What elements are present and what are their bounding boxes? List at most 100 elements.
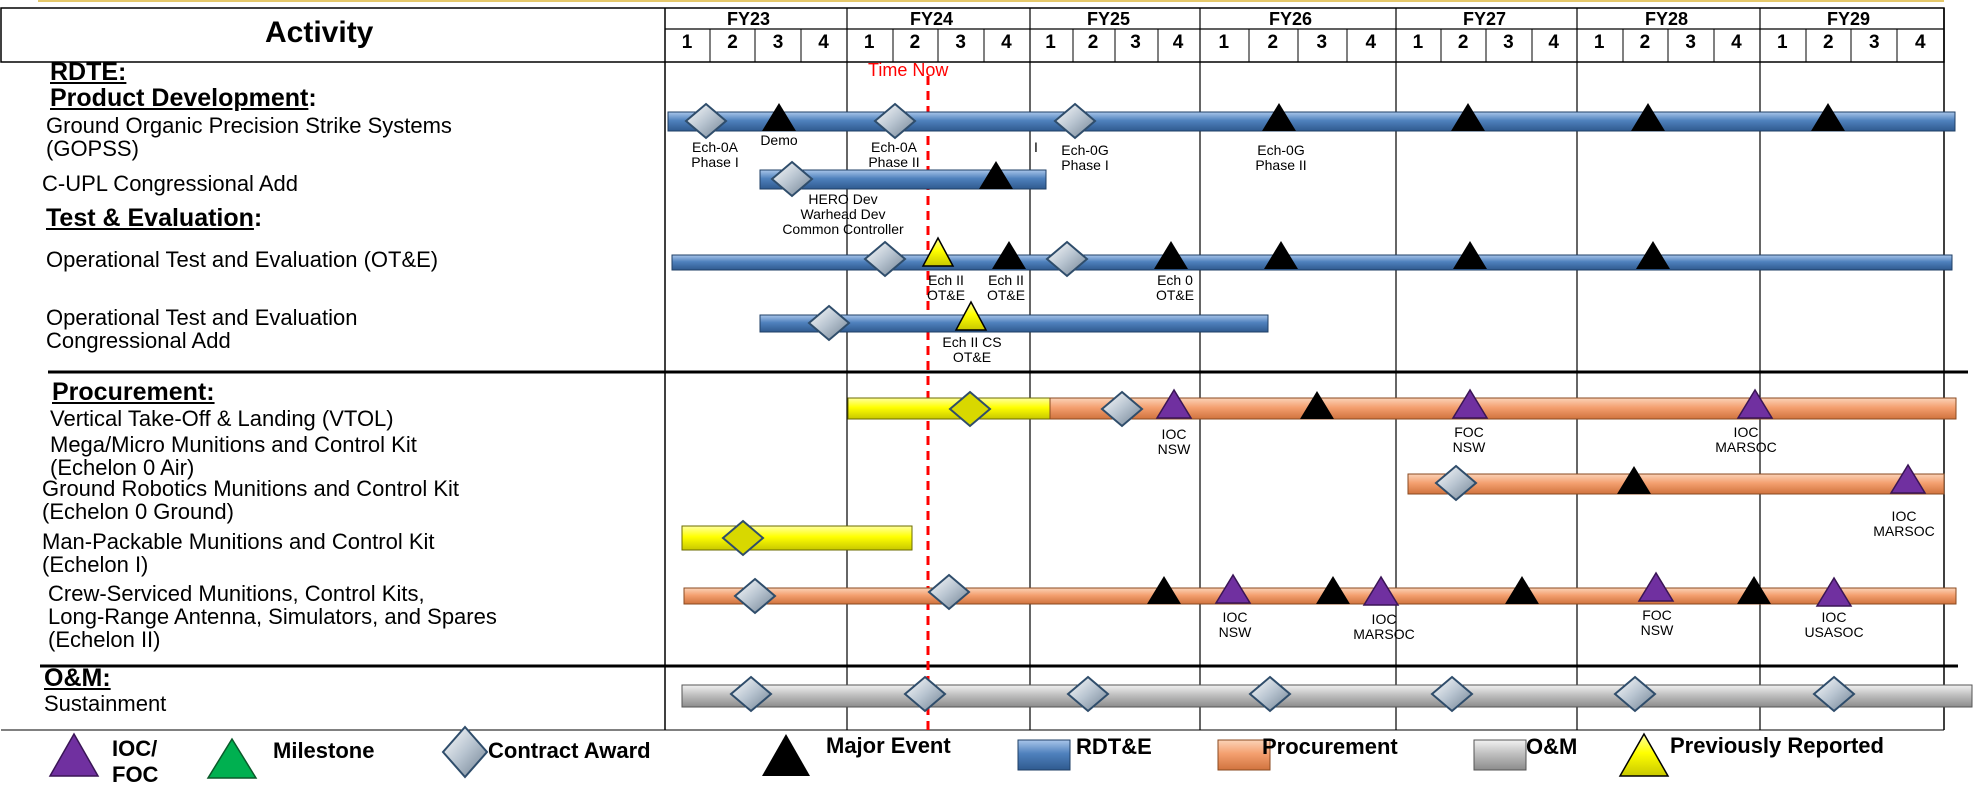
contract-award-diamond xyxy=(1066,675,1110,713)
contract-award-diamond xyxy=(1430,675,1474,713)
activity-vtol: Vertical Take-Off & Landing (VTOL) xyxy=(50,406,394,431)
contract-award-diamond xyxy=(873,102,917,140)
bar-vtol-previously-reported xyxy=(847,397,1051,420)
quarter-label: 3 xyxy=(955,32,966,53)
contract-award-diamond xyxy=(1053,102,1097,140)
legend-rdte-label: RDT&E xyxy=(1076,734,1152,759)
activity-header: Activity xyxy=(265,16,374,49)
major-event-triangle xyxy=(1154,241,1188,269)
quarter-label: 4 xyxy=(1001,32,1012,53)
activity-line: Man-Packable Munitions and Control Kit xyxy=(42,529,435,554)
contract-award-diamond xyxy=(948,390,992,428)
event-annotation: IOC MARSOC xyxy=(1873,508,1935,539)
ioc-foc-triangle xyxy=(1214,573,1252,604)
fy-label: FY29 xyxy=(1827,9,1871,29)
event-annotation: Ech-0A Phase I xyxy=(691,139,739,170)
major-event-triangle xyxy=(1811,103,1845,131)
activity-man-packable: Man-Packable Munitions and Control Kit(E… xyxy=(42,530,435,576)
fy-label: FY27 xyxy=(1463,9,1507,29)
legend-rdte-icon xyxy=(1017,739,1071,771)
quarter-label: 1 xyxy=(1777,32,1788,53)
quarter-label: 3 xyxy=(1130,32,1141,53)
quarter-label: 1 xyxy=(1412,32,1424,53)
contract-award-diamond xyxy=(733,577,777,615)
quarter-label: 3 xyxy=(1685,32,1696,53)
legend-previously-reported-icon xyxy=(1618,732,1670,777)
legend-major-event-icon xyxy=(762,734,810,776)
activity-cupl: C-UPL Congressional Add xyxy=(42,171,298,196)
contract-award-diamond xyxy=(903,675,947,713)
activity-line: Congressional Add xyxy=(46,328,231,353)
ioc-foc-triangle xyxy=(1637,571,1675,602)
activity-mega-micro: Mega/Micro Munitions and Control Kit(Ech… xyxy=(50,433,417,479)
section-test-evaluation-text: Test & Evaluation xyxy=(46,204,254,232)
event-annotation: IOC MARSOC xyxy=(1715,424,1777,455)
activity-line: (Echelon I) xyxy=(42,552,149,577)
quarter-label: 3 xyxy=(1869,32,1880,53)
event-annotation: I xyxy=(1034,139,1038,155)
event-annotation: FOC NSW xyxy=(1640,607,1674,638)
activity-line: Crew-Serviced Munitions, Control Kits, xyxy=(48,581,425,606)
major-event-triangle xyxy=(1264,241,1298,269)
contract-award-diamond xyxy=(721,519,765,557)
contract-award-diamond xyxy=(927,573,971,611)
legend-major-event-label: Major Event xyxy=(826,733,951,758)
event-annotation: Ech-0G Phase II xyxy=(1255,142,1307,173)
quarter-label: 2 xyxy=(909,32,921,53)
activity-line: (Echelon 0 Ground) xyxy=(42,499,234,524)
contract-award-diamond xyxy=(1100,390,1144,428)
activity-line: Operational Test and Evaluation xyxy=(46,305,358,330)
event-annotation: Ech II OT&E xyxy=(986,272,1026,303)
activity-ote: Operational Test and Evaluation (OT&E) xyxy=(46,247,439,272)
ioc-foc-triangle xyxy=(1155,388,1193,419)
quarter-label: 3 xyxy=(772,32,784,53)
major-event-triangle xyxy=(1453,241,1487,269)
fy-label: FY24 xyxy=(910,9,954,29)
fy-label: FY26 xyxy=(1269,9,1313,29)
bar-gopss-rdte xyxy=(667,111,1956,132)
quarter-label: 3 xyxy=(1316,32,1328,53)
activity-gopss: Ground Organic Precision Strike Systems(… xyxy=(46,114,452,160)
event-annotation: IOC USASOC xyxy=(1804,609,1864,640)
major-event-triangle xyxy=(1505,576,1539,604)
legend-milestone-icon xyxy=(206,737,258,779)
previously-reported-triangle xyxy=(921,236,955,267)
fy-label: FY23 xyxy=(727,9,771,29)
activity-line: Ground Robotics Munitions and Control Ki… xyxy=(42,476,459,501)
section-product-development-text: Product Development xyxy=(50,84,309,112)
quarter-label: 1 xyxy=(1045,32,1056,53)
legend-om-icon xyxy=(1473,739,1527,771)
quarter-label: 4 xyxy=(818,32,829,53)
section-colon: : xyxy=(308,84,317,112)
contract-award-diamond xyxy=(807,304,851,342)
major-event-triangle xyxy=(979,161,1013,189)
bar-vtol-procurement xyxy=(1049,397,1957,420)
bar-ote-congressional-rdte xyxy=(759,314,1269,333)
major-event-triangle xyxy=(762,103,796,131)
event-annotation: Ech 0 OT&E xyxy=(1155,272,1195,303)
legend-ioc-foc-line: IOC/ xyxy=(112,736,158,761)
bar-cupl-rdte xyxy=(759,169,1047,190)
ioc-foc-triangle xyxy=(1451,388,1489,419)
activity-line: Mega/Micro Munitions and Control Kit xyxy=(50,432,417,457)
quarter-label: 2 xyxy=(1639,32,1651,53)
time-now-label: Time Now xyxy=(868,60,949,80)
quarter-label: 1 xyxy=(1218,32,1230,53)
activity-line: Long-Range Antenna, Simulators, and Spar… xyxy=(48,604,497,629)
legend-ioc-foc-label: IOC/FOC xyxy=(112,736,158,788)
major-event-triangle xyxy=(1147,576,1181,604)
legend-ioc-foc-line: FOC xyxy=(112,762,159,787)
bar-ground-robotics-procurement xyxy=(1407,473,1945,495)
major-event-triangle xyxy=(1316,576,1350,604)
event-annotation: Demo xyxy=(760,132,798,148)
contract-award-diamond xyxy=(863,240,907,278)
quarter-label: 1 xyxy=(681,32,693,53)
ioc-foc-triangle xyxy=(1362,575,1400,606)
legend-contract-award-icon xyxy=(441,725,489,779)
quarter-label: 2 xyxy=(1457,32,1469,53)
quarter-label: 4 xyxy=(1548,32,1559,53)
section-rdte: RDTE: xyxy=(50,58,127,86)
quarter-label: 4 xyxy=(1365,32,1377,53)
